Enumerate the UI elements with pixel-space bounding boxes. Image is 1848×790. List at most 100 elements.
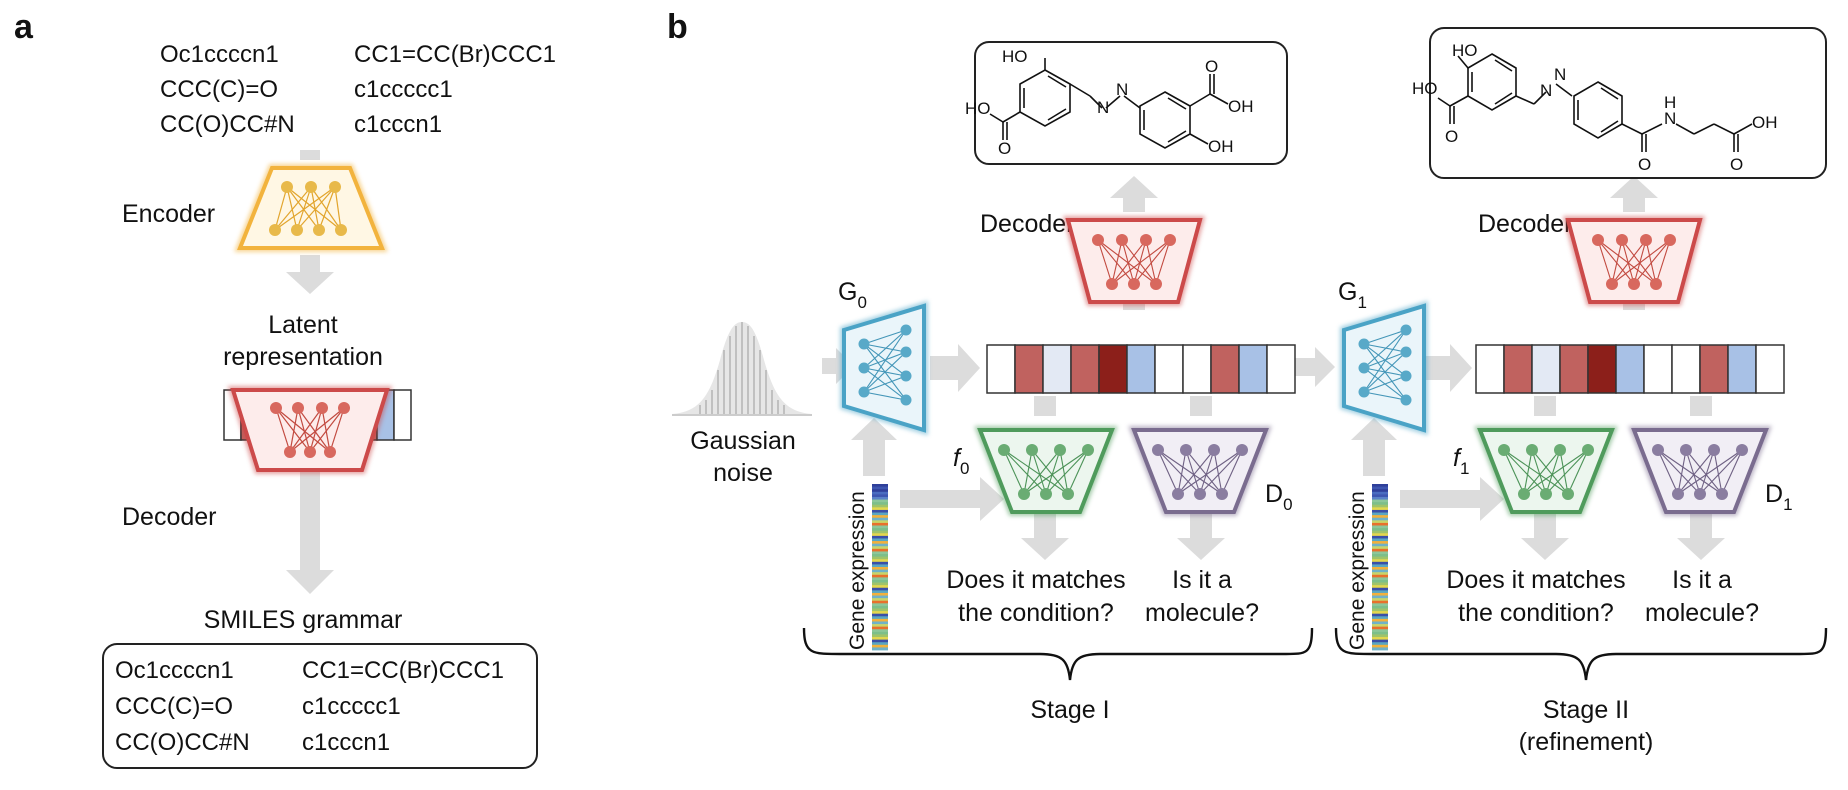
gene-expression-band — [872, 496, 888, 500]
gene-expression-band — [1372, 613, 1388, 617]
gene-expression-band — [1372, 496, 1388, 500]
neural-net-decoder-icon — [227, 386, 393, 474]
noise-label: noise — [713, 459, 773, 487]
gene-expression-band — [872, 509, 888, 513]
gene-expression-band — [872, 639, 888, 643]
gene-expression-band — [1372, 572, 1388, 576]
gene-expression-band — [1372, 598, 1388, 602]
gene-expression-band — [1372, 486, 1388, 490]
gene-expression-band — [872, 528, 888, 532]
gene-expression-band — [872, 517, 888, 521]
gene-expression-band — [1372, 618, 1388, 622]
gene-expression-band — [872, 533, 888, 537]
latent-cell — [1587, 344, 1617, 394]
encoder-label: Encoder — [122, 200, 215, 228]
gene-expression-band — [1372, 551, 1388, 555]
latent-cell — [1531, 344, 1561, 394]
gene-expression-band — [1372, 590, 1388, 594]
smiles-input: Oc1ccccn1 — [160, 41, 279, 68]
gene-expression-band — [1372, 548, 1388, 552]
atom-label: O — [1638, 155, 1651, 174]
generator-g1-label: G1 — [1338, 278, 1367, 312]
gene-expression-band — [1372, 603, 1388, 607]
atom-label: N — [1540, 81, 1552, 100]
atom-label: N — [1554, 65, 1566, 84]
gene-expression-band — [1372, 556, 1388, 560]
neural-net-discriminator-icon — [1628, 426, 1772, 516]
gene-expression-band — [1372, 502, 1388, 506]
gene-expression-band — [872, 600, 888, 604]
gene-expression-band — [872, 512, 888, 516]
latent-cell — [1559, 344, 1589, 394]
gene-expression-bar-icon — [872, 484, 888, 651]
condition-question: the condition? — [1458, 599, 1614, 627]
gene-expression-band — [872, 624, 888, 628]
neural-net-decoder-icon — [1562, 216, 1706, 306]
gene-expression-band — [1372, 634, 1388, 638]
gene-expression-band — [872, 489, 888, 493]
atom-label: N — [1116, 80, 1128, 99]
gene-expression-band — [872, 564, 888, 568]
gene-expression-band — [872, 561, 888, 565]
atom-label: O — [998, 139, 1011, 158]
neural-net-generator-icon — [1340, 300, 1428, 436]
gene-expression-band — [1372, 585, 1388, 589]
gene-expression-band — [1372, 530, 1388, 534]
atom-label: OH — [1752, 113, 1778, 132]
grammar-smiles: CC(O)CC#N — [115, 729, 250, 756]
atom-label: N — [1664, 109, 1676, 128]
gene-expression-band — [1372, 515, 1388, 519]
gene-expression-band — [872, 543, 888, 547]
gene-expression-band — [1372, 522, 1388, 526]
atom-label: OH — [1228, 97, 1254, 116]
gene-expression-band — [1372, 525, 1388, 529]
molecule-atom-labels: HO HO O N N O N H OH O — [1412, 41, 1778, 174]
panel-a-label: a — [14, 8, 34, 46]
gene-expression-band — [872, 613, 888, 617]
gene-expression-band — [1372, 592, 1388, 596]
grammar-smiles: c1cccn1 — [302, 729, 390, 756]
gene-expression-band — [1372, 504, 1388, 508]
gene-expression-band — [872, 587, 888, 591]
latent-cell — [1126, 344, 1156, 394]
gene-expression-band — [872, 585, 888, 589]
neural-net-condition-icon — [974, 426, 1118, 516]
latent-cell — [1475, 344, 1505, 394]
grammar-smiles: c1ccccc1 — [302, 693, 401, 720]
gene-expression-band — [1372, 587, 1388, 591]
gene-expression-band — [1372, 611, 1388, 615]
condition-question: Does it matches — [1446, 566, 1625, 594]
noise-label: Gaussian — [690, 427, 796, 455]
grammar-smiles: CC1=CC(Br)CCC1 — [302, 657, 504, 684]
gene-expression-band — [872, 595, 888, 599]
panel-b-label: b — [667, 8, 688, 46]
gene-expression-band — [872, 637, 888, 641]
gene-expression-band — [1372, 546, 1388, 550]
condition-question: the condition? — [958, 599, 1114, 627]
atom-label: H — [1664, 93, 1676, 112]
latent-cell — [1238, 344, 1268, 394]
gene-expression-band — [872, 603, 888, 607]
atom-label: O — [1205, 57, 1218, 76]
generator-g0-label: G0 — [838, 278, 867, 312]
atom-label: OH — [1208, 137, 1234, 156]
molecule-structure-icon — [1437, 53, 1753, 152]
atom-label: HO — [1452, 41, 1478, 60]
gene-expression-band — [872, 567, 888, 570]
gaussian-histogram-icon — [672, 322, 812, 416]
atom-label: N — [1097, 98, 1109, 117]
decoder-label: Decoder — [980, 210, 1075, 238]
stage1-brace — [802, 627, 1314, 681]
smiles-input: c1cccn1 — [354, 111, 442, 138]
gene-expression-band — [872, 525, 888, 529]
molecule-question: molecule? — [1645, 599, 1759, 627]
neural-net-encoder-icon — [234, 164, 388, 252]
stage2-label: (refinement) — [1519, 728, 1654, 756]
gene-expression-band — [1372, 629, 1388, 633]
latent-cell — [1727, 344, 1757, 394]
gene-expression-band — [1372, 574, 1388, 578]
gene-expression-band — [1372, 499, 1388, 503]
gene-expression-band — [872, 618, 888, 622]
gene-expression-band — [1372, 489, 1388, 493]
gene-expression-band — [872, 598, 888, 602]
